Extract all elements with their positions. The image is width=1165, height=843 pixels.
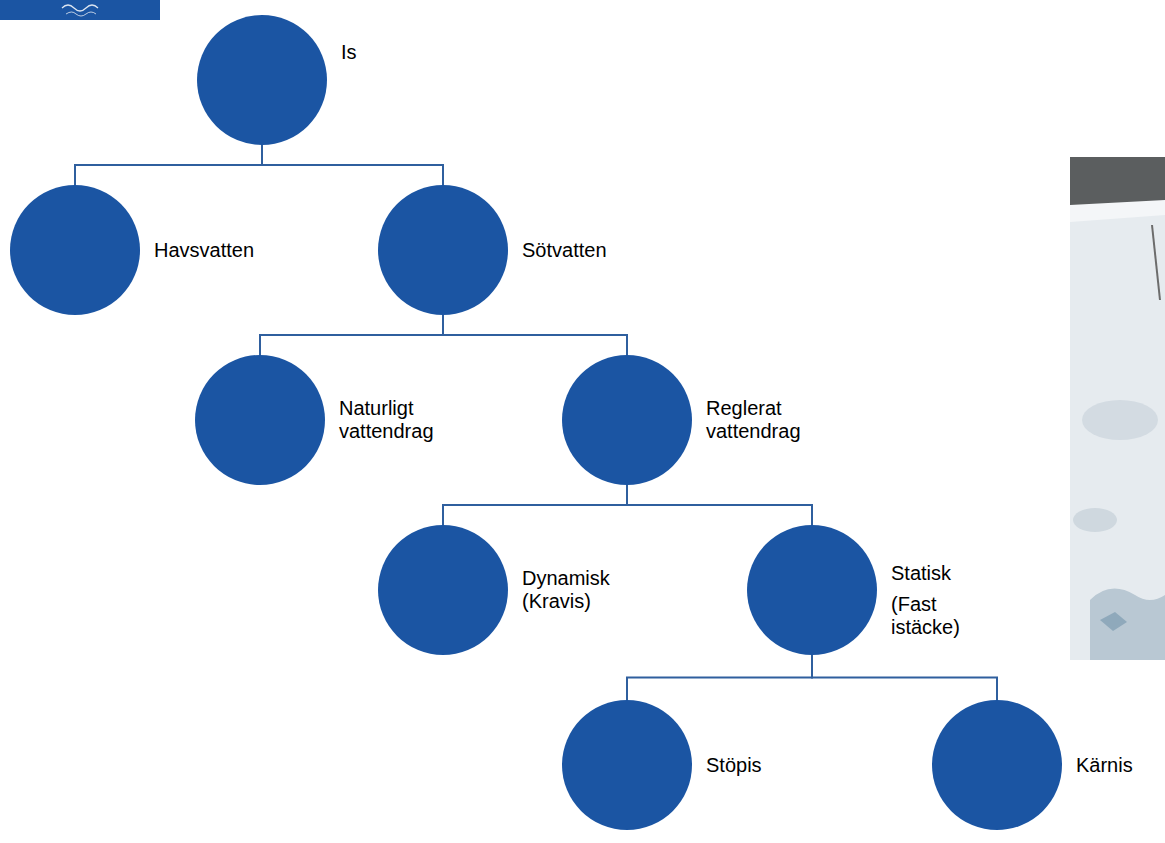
node-label: Kärnis	[1076, 754, 1133, 777]
node-circle-shape	[10, 185, 140, 315]
photo-ice-patch	[1082, 400, 1158, 440]
ice-type-node: Statisk (Fast istäcke)	[747, 525, 985, 655]
ice-type-node: Is	[197, 15, 361, 145]
node-label: Reglerat vattendrag	[706, 397, 856, 443]
node-circle	[195, 355, 325, 485]
node-label: Dynamisk (Kravis)	[522, 567, 642, 613]
node-label-group: Sötvatten	[522, 239, 607, 262]
ice-type-node: Dynamisk (Kravis)	[378, 525, 646, 655]
node-circle	[197, 15, 327, 145]
node-label-group: Havsvatten	[154, 239, 254, 262]
photo-snow	[1070, 157, 1165, 660]
node-label: (Fast istäcke)	[891, 593, 981, 639]
logo-badge	[0, 0, 160, 20]
node-circle-shape	[932, 700, 1062, 830]
node-label-group: Reglerat vattendrag	[706, 397, 856, 443]
photo-snowbank	[1070, 200, 1165, 222]
ice-type-node: Kärnis	[932, 700, 1137, 830]
node-circle-shape	[378, 185, 508, 315]
ice-type-node: Stöpis	[562, 700, 766, 830]
node-label-group: Is	[341, 41, 357, 64]
node-label: Stöpis	[706, 754, 762, 777]
logo-ornament	[62, 5, 98, 11]
node-circle-shape	[747, 525, 877, 655]
logo-background	[0, 0, 160, 20]
tree-connector	[443, 485, 627, 525]
tree-connector	[262, 145, 443, 185]
node-circle-shape	[562, 700, 692, 830]
node-label-group: Statisk (Fast istäcke)	[891, 562, 981, 639]
node-label-group: Dynamisk (Kravis)	[522, 567, 642, 613]
node-circle	[378, 185, 508, 315]
ice-type-node: Sötvatten	[378, 185, 611, 315]
node-label: Is	[341, 41, 357, 64]
photo-wall	[1070, 157, 1165, 205]
node-circle	[932, 700, 1062, 830]
ice-type-node: Havsvatten	[10, 185, 259, 315]
node-circle	[562, 700, 692, 830]
tree-connector	[443, 315, 627, 355]
node-circle	[378, 525, 508, 655]
ice-type-node: Naturligt vattendrag	[195, 355, 493, 485]
node-circle	[10, 185, 140, 315]
tree-connector	[812, 655, 997, 700]
tree-connector	[627, 655, 812, 700]
node-label: Naturligt vattendrag	[339, 397, 489, 443]
node-label-group: Kärnis	[1076, 754, 1133, 777]
tree-connector	[260, 315, 443, 355]
node-label-group: Naturligt vattendrag	[339, 397, 489, 443]
node-label-group: Stöpis	[706, 754, 762, 777]
node-circle	[747, 525, 877, 655]
ice-photo	[1070, 157, 1165, 660]
tree-connector	[627, 485, 812, 525]
node-label: Sötvatten	[522, 239, 607, 262]
ice-type-node: Reglerat vattendrag	[562, 355, 860, 485]
node-circle	[562, 355, 692, 485]
logo-ornament	[66, 12, 96, 16]
node-circle-shape	[378, 525, 508, 655]
tree-connector	[75, 145, 262, 185]
photo-pole	[1152, 225, 1160, 300]
node-circle-shape	[197, 15, 327, 145]
photo-ice-chunks	[1090, 589, 1165, 660]
node-circle-shape	[195, 355, 325, 485]
photo-ice-chunk	[1100, 612, 1127, 631]
photo-ice-patch	[1073, 508, 1117, 532]
node-circle-shape	[562, 355, 692, 485]
node-label: Statisk	[891, 562, 981, 585]
node-label: Havsvatten	[154, 239, 254, 262]
